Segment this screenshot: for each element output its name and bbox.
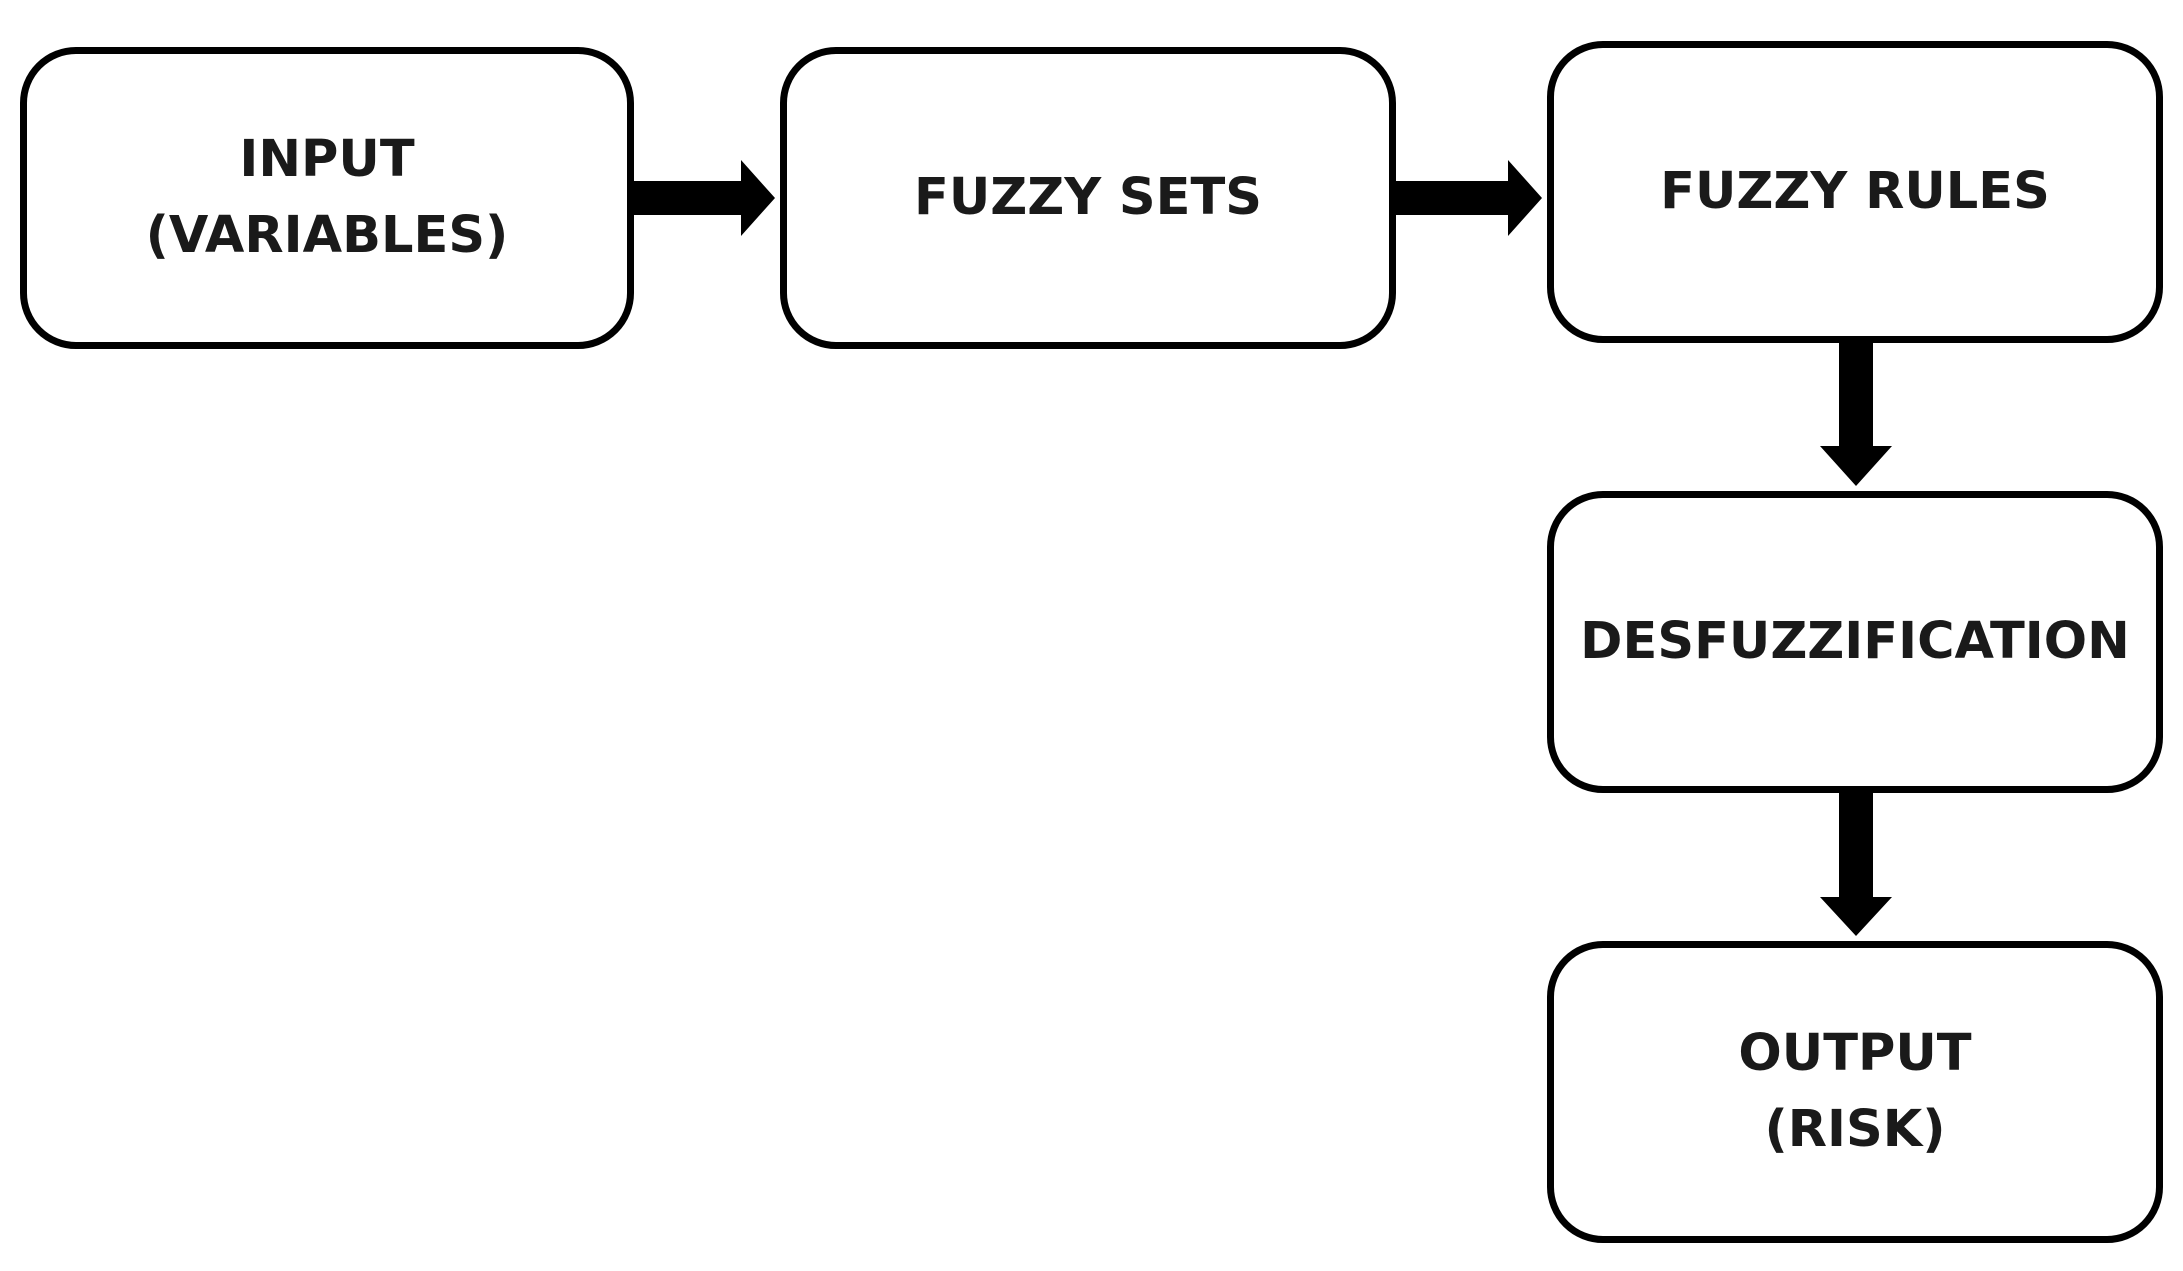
fuzzy-sets-box: FUZZY SETS bbox=[780, 47, 1396, 349]
defuzzification-label: DESFUZZIFICATION bbox=[1580, 612, 2130, 671]
output-box-subtitle: (RISK) bbox=[1764, 1100, 1946, 1159]
arrow-fuzzy-rules-to-defuzzification bbox=[1820, 343, 1892, 486]
input-variables-box: INPUT (VARIABLES) bbox=[20, 47, 634, 349]
arrow-defuzzification-to-output bbox=[1820, 793, 1892, 936]
input-box-subtitle: (VARIABLES) bbox=[145, 206, 509, 265]
input-box-title: INPUT bbox=[239, 130, 415, 189]
fuzzy-rules-label: FUZZY RULES bbox=[1660, 162, 2050, 221]
output-box-title: OUTPUT bbox=[1738, 1024, 1972, 1083]
arrow-input-to-fuzzy-sets bbox=[634, 160, 775, 236]
arrow-fuzzy-sets-to-fuzzy-rules bbox=[1396, 160, 1542, 236]
fuzzy-sets-label: FUZZY SETS bbox=[914, 168, 1262, 227]
output-risk-box: OUTPUT (RISK) bbox=[1547, 941, 2163, 1243]
fuzzy-rules-box: FUZZY RULES bbox=[1547, 41, 2163, 343]
defuzzification-box: DESFUZZIFICATION bbox=[1547, 491, 2163, 793]
